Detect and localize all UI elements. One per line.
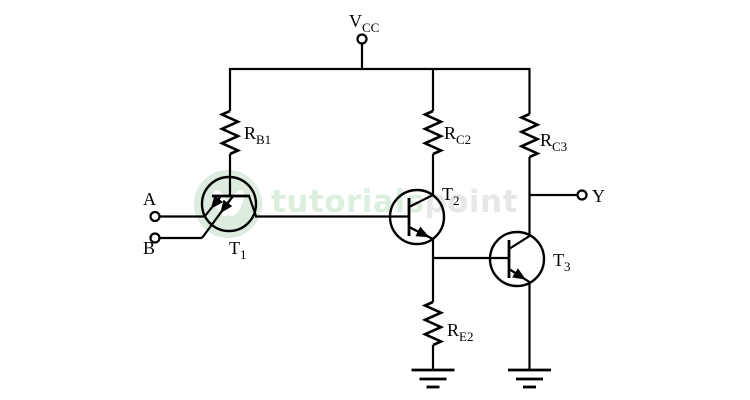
input-b: B: [143, 232, 202, 258]
input-b-terminal: [149, 232, 161, 244]
vcc-power-rail: VCC: [228, 11, 531, 114]
watermark-text: tutorialspoint: [271, 184, 518, 220]
rc2-label: RC2: [444, 123, 471, 147]
resistor-rb1: RB1: [218, 109, 271, 196]
resistor-rc2: RC2: [421, 109, 471, 156]
t1-label: T1: [229, 238, 247, 262]
rb1-label: RB1: [244, 123, 271, 147]
re2-zigzag: [421, 300, 445, 347]
t3-label: T3: [553, 250, 571, 274]
t2-collector: [408, 154, 435, 208]
rc3-label: RC3: [540, 130, 567, 154]
input-b-label: B: [143, 238, 155, 258]
rc2-zigzag: [421, 109, 445, 156]
t2-label: T2: [442, 184, 460, 208]
transistor-t1: T1: [200, 175, 258, 262]
t1-emitter1-arrow-icon: [210, 195, 224, 210]
ground-symbol-re2: [411, 368, 455, 389]
t1-collector: [247, 195, 258, 217]
vcc-label: VCC: [349, 11, 379, 35]
output-y-terminal: [576, 189, 588, 201]
top-bus-wire: [228, 67, 531, 114]
ground-symbol-t3: [508, 368, 551, 389]
vcc-terminal: [356, 33, 368, 45]
t2-emitter-arrow-icon: [408, 226, 430, 238]
t1-emitter2-arrow-icon: [219, 195, 234, 214]
t3-collector: [508, 157, 531, 250]
tutorialspoint-watermark: tutorialspoint: [194, 170, 518, 238]
re2-label: RE2: [447, 320, 473, 344]
output-y-label: Y: [592, 186, 605, 206]
transistor-t3: T3: [488, 157, 571, 370]
input-a-terminal: [149, 210, 161, 223]
transistor-t2: T2: [388, 154, 460, 258]
resistor-rc3: RC3: [518, 112, 567, 159]
t1-body: [200, 175, 258, 233]
rb1-zigzag: [218, 109, 242, 156]
rc3-zigzag: [518, 112, 541, 159]
t3-emitter-arrow-icon: [508, 268, 527, 281]
input-a: A: [143, 189, 205, 223]
resistor-re2: RE2: [421, 300, 473, 370]
output-y: Y: [529, 186, 605, 206]
input-a-label: A: [143, 189, 156, 209]
